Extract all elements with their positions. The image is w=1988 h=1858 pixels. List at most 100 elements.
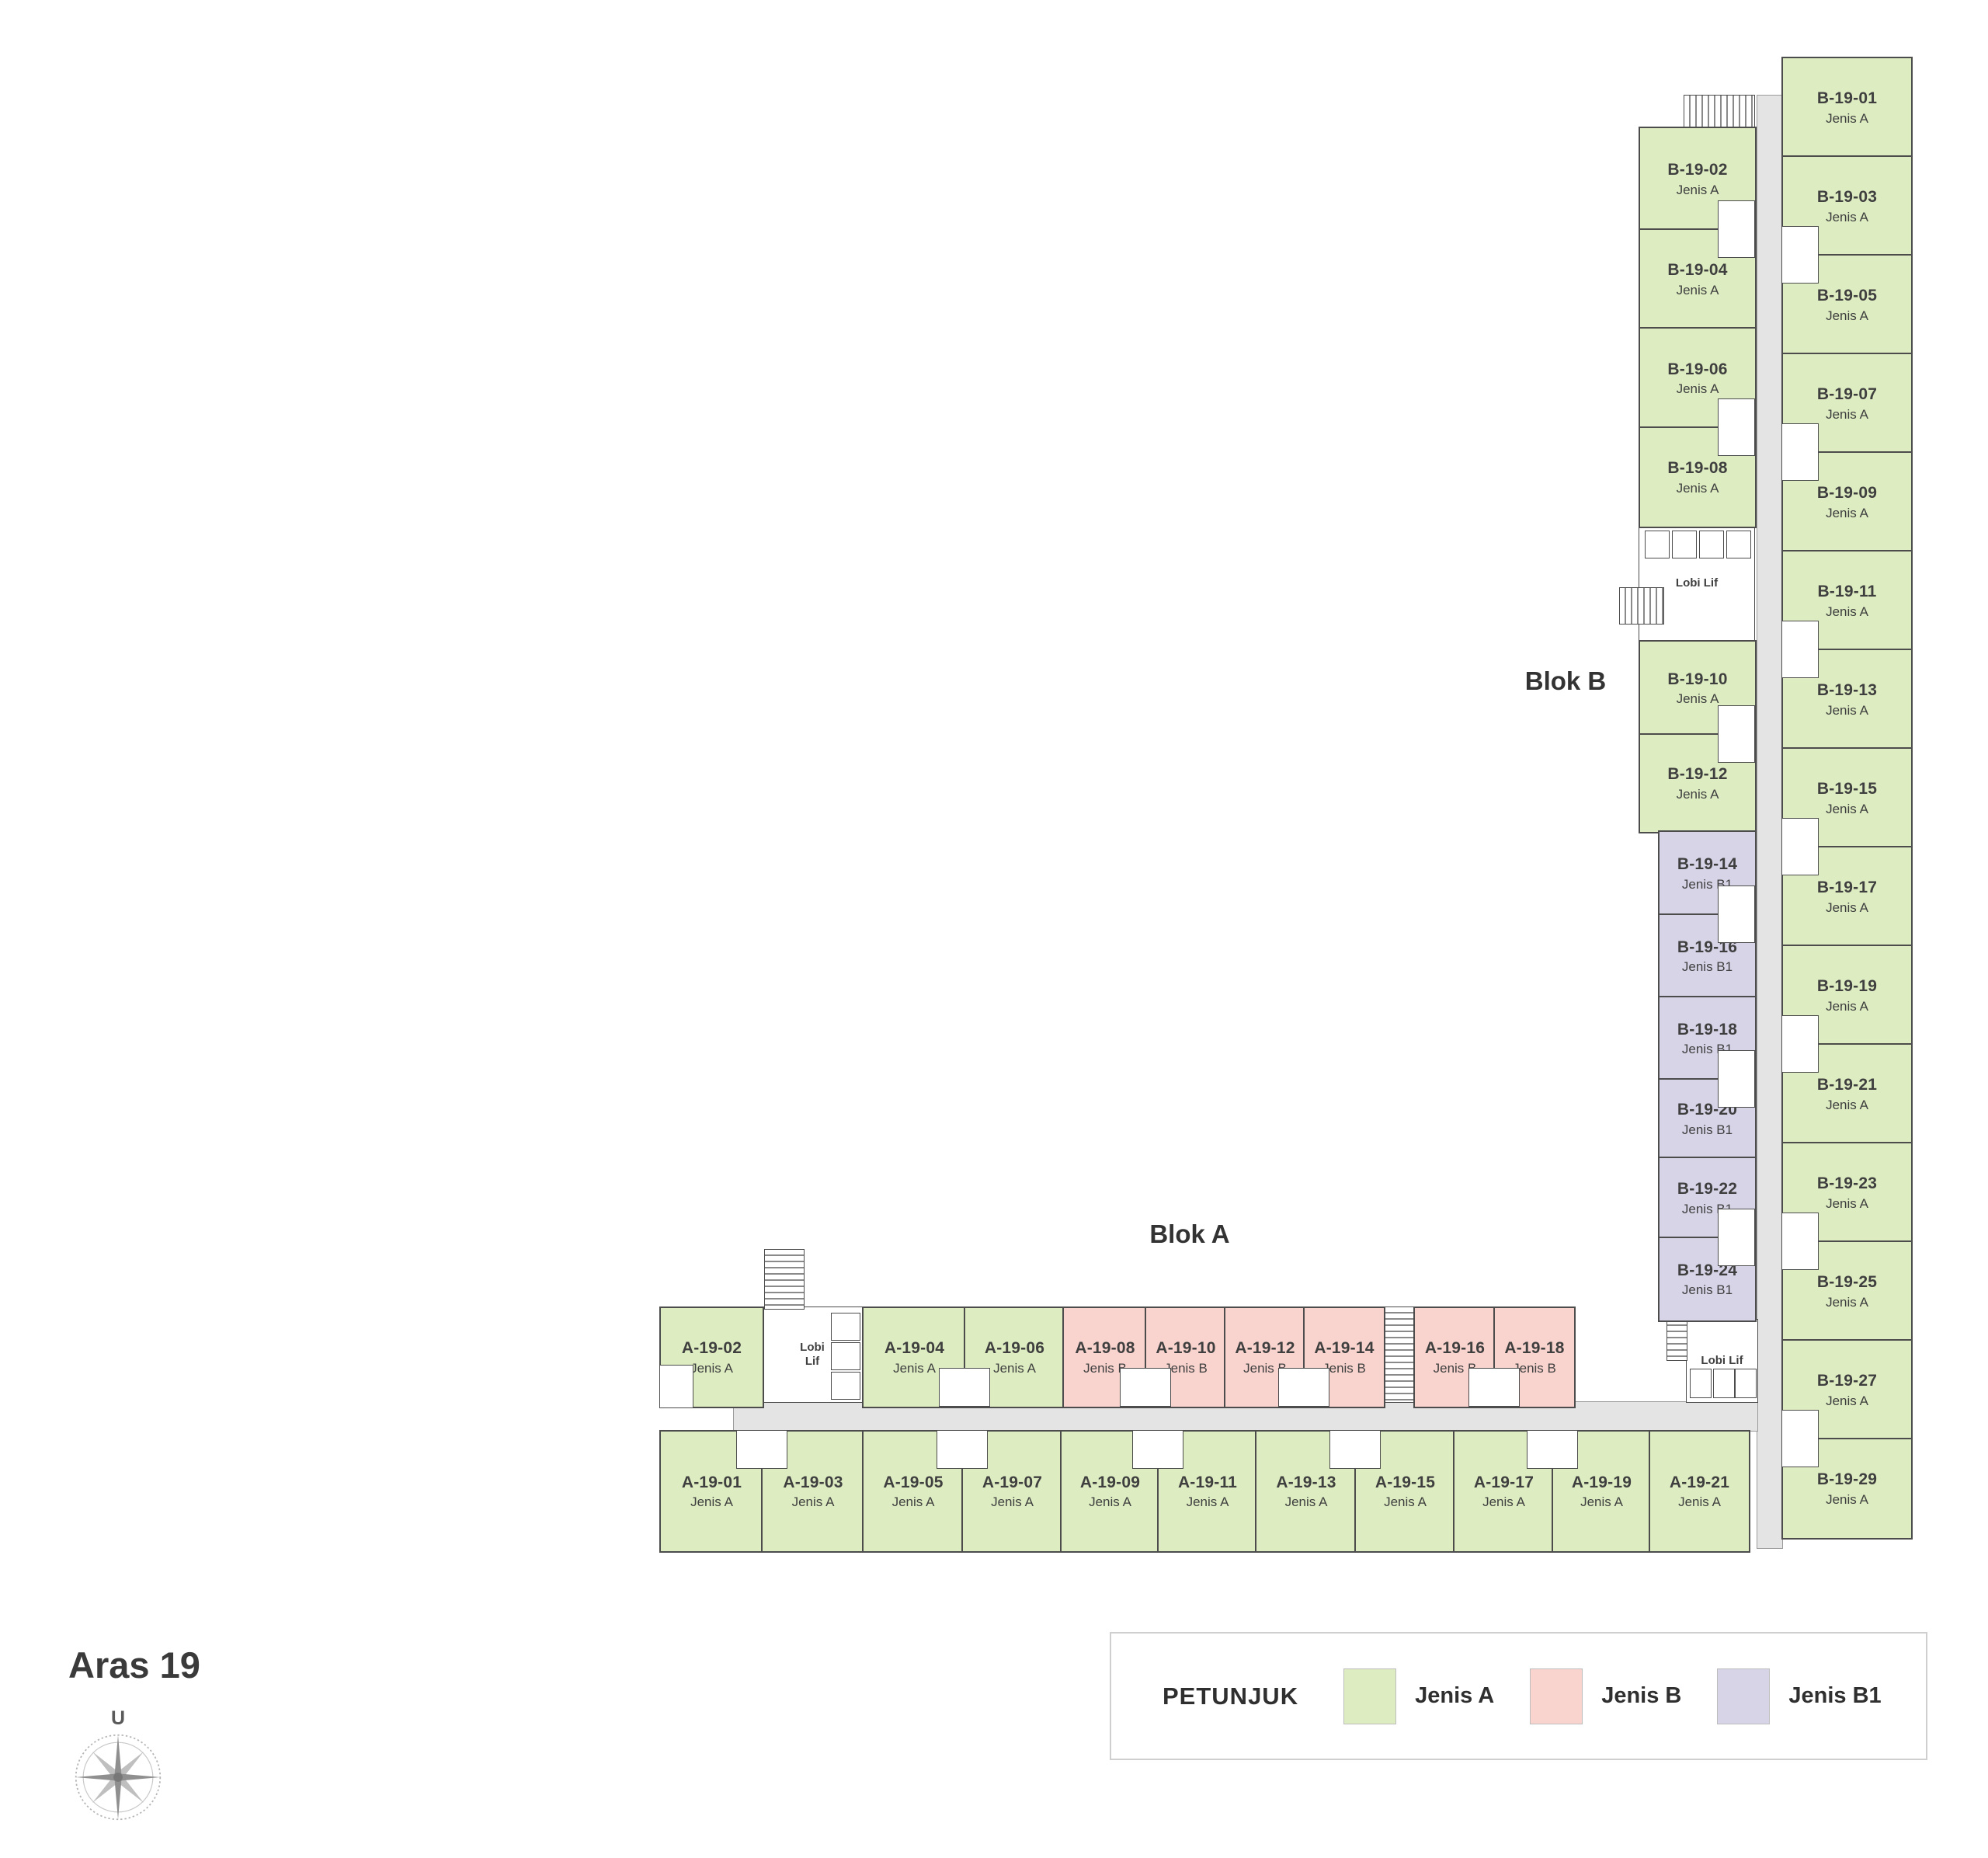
lift-lobby-label: Lobi Lif bbox=[800, 1341, 825, 1368]
lift-shaft bbox=[831, 1342, 860, 1370]
unit-type: Jenis A bbox=[1826, 110, 1868, 126]
unit-type: Jenis A bbox=[1826, 1195, 1868, 1211]
unit-id: A-19-21 bbox=[1669, 1473, 1730, 1491]
lift-shaft bbox=[831, 1372, 860, 1400]
lift-lobby-label: Lobi Lif bbox=[1701, 1354, 1743, 1367]
unit-id: A-19-15 bbox=[1375, 1473, 1436, 1491]
unit-id: A-19-07 bbox=[982, 1473, 1043, 1491]
lift-shaft bbox=[1645, 531, 1670, 558]
stairs bbox=[1667, 1319, 1687, 1361]
unit-type: Jenis A bbox=[991, 1494, 1034, 1509]
unit-type: Jenis A bbox=[1826, 1294, 1868, 1310]
unit-type: Jenis A bbox=[1678, 1494, 1721, 1509]
unit-type: Jenis A bbox=[1384, 1494, 1427, 1509]
unit-type: Jenis A bbox=[1676, 480, 1719, 496]
wall-notch bbox=[1120, 1368, 1171, 1407]
unit-type: Jenis B bbox=[1164, 1360, 1208, 1376]
unit-id: B-19-08 bbox=[1667, 459, 1728, 478]
wall-notch bbox=[1468, 1368, 1520, 1407]
unit-id: B-19-15 bbox=[1816, 780, 1878, 799]
unit-id: B-19-07 bbox=[1816, 385, 1878, 404]
unit-type: Jenis B1 bbox=[1681, 959, 1733, 974]
unit-id: B-19-17 bbox=[1816, 879, 1878, 897]
unit-id: A-19-12 bbox=[1235, 1339, 1295, 1358]
unit-id: A-19-02 bbox=[681, 1339, 742, 1358]
unit-id: B-19-22 bbox=[1677, 1180, 1738, 1199]
unit-type: Jenis A bbox=[1826, 406, 1868, 422]
unit-id: B-19-03 bbox=[1816, 188, 1878, 207]
unit-type: Jenis A bbox=[1676, 282, 1719, 297]
unit-type: Jenis A bbox=[1826, 308, 1868, 323]
unit-type: Jenis A bbox=[1826, 209, 1868, 224]
compass: U bbox=[71, 1707, 165, 1827]
unit-id: A-19-09 bbox=[1079, 1473, 1141, 1491]
unit-id: B-19-02 bbox=[1667, 161, 1728, 179]
unit-type: Jenis B bbox=[1083, 1360, 1127, 1376]
unit-id: B-19-12 bbox=[1667, 765, 1728, 784]
legend-swatch bbox=[1530, 1668, 1583, 1724]
unit-id: B-19-27 bbox=[1816, 1372, 1878, 1390]
unit-type: Jenis A bbox=[690, 1494, 733, 1509]
wall-notch bbox=[736, 1430, 787, 1469]
legend-title: PETUNJUK bbox=[1163, 1682, 1299, 1710]
unit-id: B-19-25 bbox=[1816, 1273, 1878, 1292]
unit-type: Jenis A bbox=[1482, 1494, 1525, 1509]
unit-id: B-19-21 bbox=[1816, 1076, 1878, 1094]
wall-notch bbox=[1781, 621, 1819, 678]
unit-id: B-19-19 bbox=[1816, 977, 1878, 996]
wall-notch bbox=[1718, 705, 1755, 763]
unit-id: B-19-29 bbox=[1816, 1470, 1878, 1489]
wall-notch bbox=[1781, 1015, 1819, 1073]
unit-type: Jenis A bbox=[1826, 702, 1868, 718]
unit-type: Jenis A bbox=[690, 1360, 733, 1376]
unit-id: A-19-06 bbox=[984, 1339, 1045, 1358]
wall-notch bbox=[939, 1368, 990, 1407]
wall-notch bbox=[659, 1365, 693, 1408]
unit-id: B-19-11 bbox=[1817, 583, 1877, 601]
unit-type: Jenis A bbox=[1186, 1494, 1229, 1509]
unit-type: Jenis A bbox=[1676, 786, 1719, 802]
legend-item: Jenis B bbox=[1530, 1668, 1681, 1724]
unit-type: Jenis A bbox=[1826, 1393, 1868, 1408]
compass-rose-icon bbox=[75, 1734, 162, 1821]
wall-notch bbox=[1781, 818, 1819, 875]
unit-type: Jenis A bbox=[1826, 899, 1868, 915]
unit-id: B-19-06 bbox=[1667, 360, 1728, 378]
legend-swatch bbox=[1343, 1668, 1397, 1724]
lift-shaft bbox=[1713, 1369, 1735, 1398]
unit-id: B-19-05 bbox=[1816, 287, 1878, 305]
wall-notch bbox=[1278, 1368, 1329, 1407]
unit-id: A-19-05 bbox=[883, 1473, 944, 1491]
unit-type: Jenis A bbox=[1676, 691, 1719, 706]
unit-id: A-19-19 bbox=[1571, 1473, 1632, 1491]
wall-notch bbox=[1718, 200, 1755, 258]
unit-type: Jenis A bbox=[1826, 1491, 1868, 1507]
stairs bbox=[764, 1249, 805, 1310]
wall-notch bbox=[1781, 423, 1819, 481]
unit-type: Jenis A bbox=[1580, 1494, 1623, 1509]
wall-notch bbox=[1718, 1050, 1755, 1108]
wall-notch bbox=[1781, 1410, 1819, 1467]
wall-notch bbox=[1527, 1430, 1578, 1469]
unit-type: Jenis A bbox=[791, 1494, 835, 1509]
legend-item-label: Jenis B bbox=[1601, 1683, 1682, 1708]
unit-type: Jenis B bbox=[1322, 1360, 1366, 1376]
unit-id: A-19-01 bbox=[681, 1473, 742, 1491]
unit-type: Jenis A bbox=[891, 1494, 935, 1509]
unit-id: A-19-18 bbox=[1504, 1339, 1565, 1358]
unit-type: Jenis A bbox=[1089, 1494, 1131, 1509]
lift-shaft bbox=[1699, 531, 1724, 558]
wall-notch bbox=[937, 1430, 988, 1469]
legend-item: Jenis B1 bbox=[1717, 1668, 1882, 1724]
wall-notch bbox=[1781, 226, 1819, 284]
unit-id: A-19-03 bbox=[783, 1473, 843, 1491]
unit-id: A-19-13 bbox=[1276, 1473, 1336, 1491]
